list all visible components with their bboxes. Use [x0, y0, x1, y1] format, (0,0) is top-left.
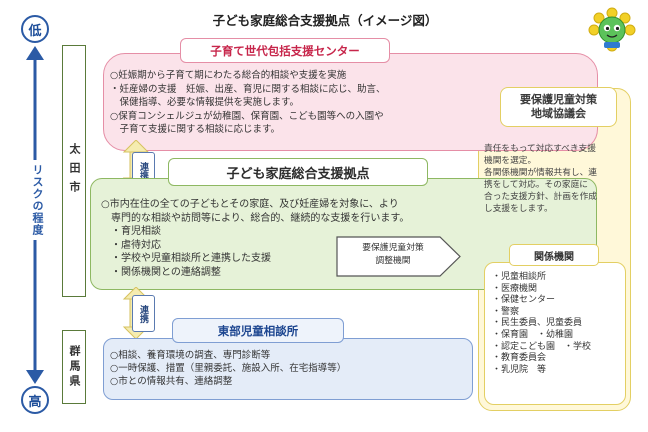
blue-line: ○相談、養育環境の調査、専門診断等 [110, 349, 440, 362]
list-item: ・保健センター [492, 295, 626, 307]
gunma-pref-text: 群馬県 [66, 345, 82, 390]
risk-low-circle: 低 [21, 15, 49, 43]
council-desc-line: 合った支援方針、計画を作成 [484, 191, 628, 203]
ota-city-text: 太田市 [66, 143, 82, 200]
list-item: ・乳児院 等 [492, 365, 626, 377]
list-item: ・教育委員会 [492, 353, 626, 365]
list-item: ・保育園 ・幼稚園 [492, 330, 626, 342]
risk-low-label: 低 [28, 20, 41, 39]
risk-high-circle: 高 [21, 386, 49, 414]
link-tag-bottom-text: 連携 [137, 305, 150, 323]
coordinating-body-line: 調整機関 [341, 255, 445, 268]
risk-high-label: 高 [28, 391, 41, 410]
ota-city-label: 太田市 [62, 45, 86, 297]
childcare-support-center-description: ○妊娠期から子育て期にわたる総合的相談や支援を実施 ・妊産婦の支援 妊娠、出産、… [110, 69, 450, 137]
pink-line: ・妊産婦の支援 妊娠、出産、育児に関する相談に応じ、助言、 [110, 83, 450, 97]
coordinating-body-line: 要保護児童対策 [341, 242, 445, 255]
green-line: 専門的な相談や訪問等により、総合的、継続的な支援を行います。 [101, 212, 481, 226]
green-line: ○市内在住の全ての子どもとその家庭、及び妊産婦を対象に、より [101, 198, 481, 212]
list-item: ・医療機関 [492, 284, 626, 296]
link-tag-top-text: 連携 [137, 162, 150, 180]
list-item: ・児童相談所 [492, 272, 626, 284]
pink-line: 保健指導、必要な情報提供を実施します。 [110, 96, 450, 110]
childcare-support-center-title: 子育て世代包括支援センター [180, 38, 390, 63]
council-desc-line: し支援をします。 [484, 203, 628, 215]
link-tag-bottom: 連携 [132, 295, 155, 332]
gunma-pref-label: 群馬県 [62, 330, 86, 404]
risk-axis-label: リスクの程度 [23, 160, 45, 240]
family-support-hub-title: 子ども家庭総合支援拠点 [168, 158, 428, 186]
related-agencies-list: ・児童相談所 ・医療機関 ・保健センター ・警察 ・民生委員、児童委員 ・保育園… [492, 272, 626, 376]
council-desc-line: 携をして対応。その家庭に [484, 179, 628, 191]
mascot-icon [586, 6, 638, 54]
council-title-line: 要保護児童対策 [520, 93, 597, 107]
list-item: ・民生委員、児童委員 [492, 318, 626, 330]
child-guidance-center-title: 東部児童相談所 [172, 318, 344, 343]
blue-line: ○一時保護、措置（里親委託、施設入所、在宅指導等） [110, 362, 440, 375]
council-title: 要保護児童対策 地域協議会 [500, 87, 617, 127]
council-desc-line: 各関係機関が情報共有し、連 [484, 167, 628, 179]
council-desc-line: 責任をもって対応すべき支援 [484, 143, 628, 155]
list-item: ・警察 [492, 307, 626, 319]
list-item: ・認定こども園 ・学校 [492, 342, 626, 354]
pink-line: ○妊娠期から子育て期にわたる総合的相談や支援を実施 [110, 69, 450, 83]
council-description: 責任をもって対応すべき支援 機関を選定。 各関係機関が情報共有し、連 携をして対… [484, 143, 628, 215]
council-title-line: 地域協議会 [531, 107, 586, 121]
coordinating-body-label: 要保護児童対策 調整機関 [341, 242, 445, 268]
pink-line: 子育て支援に関する相談に応じます。 [110, 123, 450, 137]
blue-line: ○市との情報共有、連絡調整 [110, 375, 440, 388]
pink-line: ○保育コンシェルジュが幼稚園、保育園、こども園等への入園や [110, 110, 450, 124]
council-desc-line: 機関を選定。 [484, 155, 628, 167]
child-guidance-center-description: ○相談、養育環境の調査、専門診断等 ○一時保護、措置（里親委託、施設入所、在宅指… [110, 349, 440, 388]
related-agencies-title: 関係機関 [509, 244, 599, 266]
diagram-title: 子ども家庭総合支援拠点（イメージ図） [190, 10, 460, 29]
